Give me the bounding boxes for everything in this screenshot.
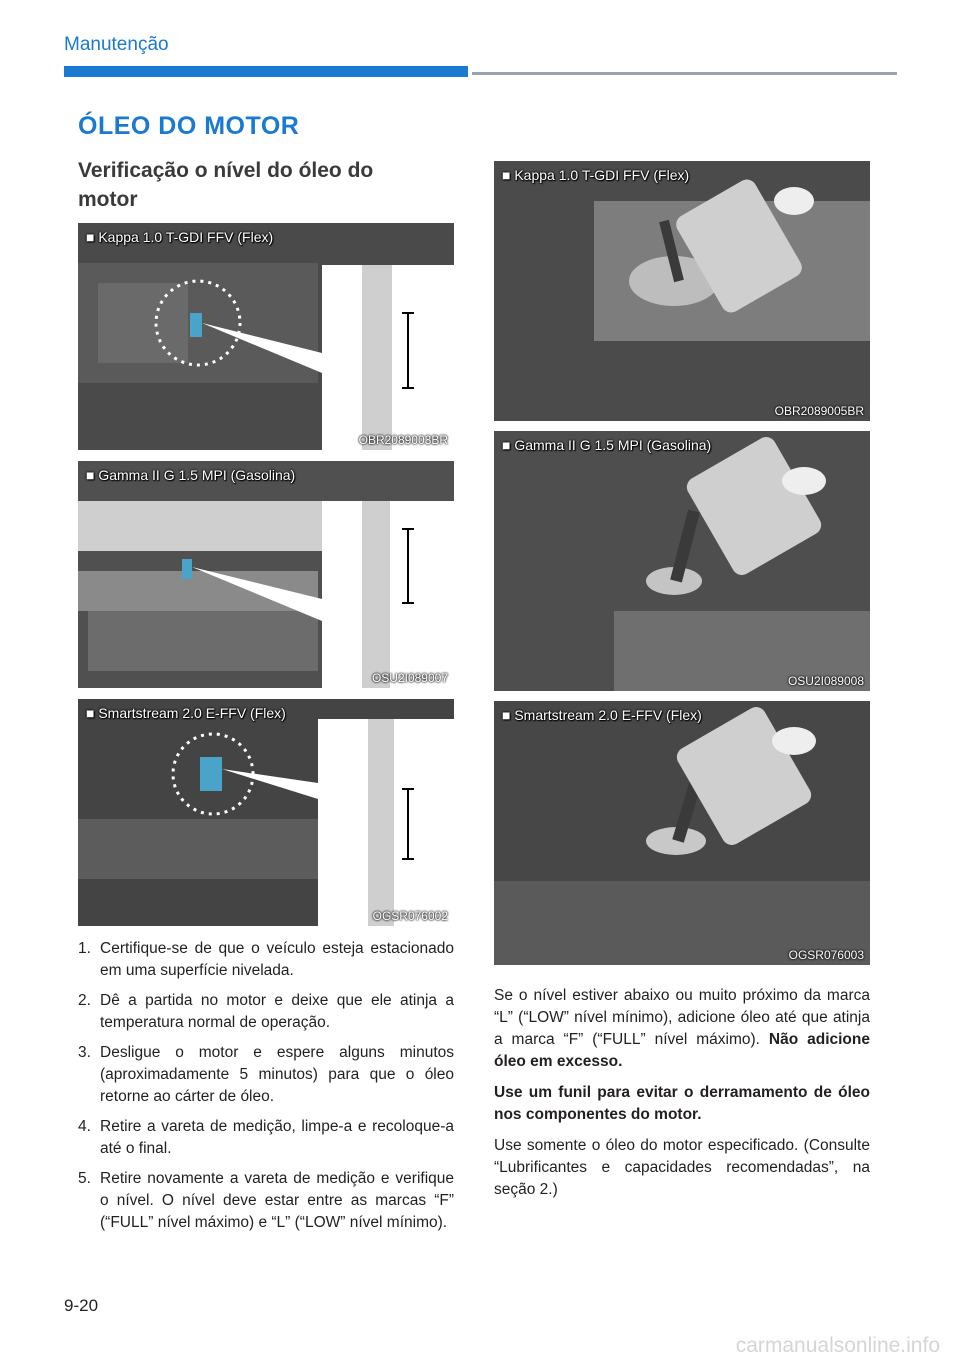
- figure-caption: ■ Gamma II G 1.5 MPI (Gasolina): [502, 437, 712, 453]
- figure-caption: ■ Kappa 1.0 T-GDI FFV (Flex): [86, 229, 274, 245]
- figure-oil-fill-kappa: ■ Kappa 1.0 T-GDI FFV (Flex) OBR2089005B…: [494, 161, 870, 421]
- step-text: Retire novamente a vareta de medição e v…: [100, 1170, 454, 1231]
- warning-text: Não adicione óleo em excesso.: [494, 1031, 870, 1070]
- header-bar-blue: [64, 66, 468, 77]
- step-text: Retire a vareta de medição, limpe-a e re…: [100, 1118, 454, 1157]
- list-item: 5. Retire novamente a vareta de medição e…: [78, 1168, 454, 1234]
- engine-dipstick-illustration: [78, 461, 454, 688]
- oil-filling-illustration: [494, 701, 870, 965]
- paragraph: Se o nível estiver abaixo ou muito próxi…: [494, 985, 870, 1073]
- step-number: 4.: [78, 1118, 91, 1135]
- list-item: 4. Retire a vareta de medição, limpe-a e …: [78, 1116, 454, 1160]
- steps-list: 1. Certifique-se de que o veículo esteja …: [78, 938, 454, 1242]
- oil-filling-illustration: [494, 161, 870, 421]
- section-subtitle: Verificação o nível do óleo do motor: [78, 159, 374, 211]
- figure-code: OBR2089003BR: [358, 433, 448, 447]
- figure-code: OGSR076002: [372, 909, 448, 923]
- figure-code: OGSR076003: [788, 948, 864, 962]
- list-item: 2. Dê a partida no motor e deixe que ele …: [78, 990, 454, 1034]
- figure-caption: ■ Gamma II G 1.5 MPI (Gasolina): [86, 467, 296, 483]
- paragraph-bold: Use um funil para evitar o derramamento …: [494, 1082, 870, 1126]
- step-number: 3.: [78, 1044, 91, 1061]
- paragraph-text: Se o nível estiver abaixo ou muito próxi…: [494, 987, 870, 1048]
- figure-code: OSU2I089008: [787, 674, 864, 688]
- step-number: 2.: [78, 992, 91, 1009]
- figure-dipstick-kappa: ■ Kappa 1.0 T-GDI FFV (Flex) OBR2089003B…: [78, 223, 454, 450]
- figure-caption: ■ Kappa 1.0 T-GDI FFV (Flex): [502, 167, 690, 183]
- paragraph: Use somente o óleo do motor especificado…: [494, 1137, 870, 1198]
- step-number: 5.: [78, 1170, 91, 1187]
- figure-oil-fill-smartstream: ■ Smartstream 2.0 E-FFV (Flex) OGSR07600…: [494, 701, 870, 965]
- figure-oil-fill-gamma: ■ Gamma II G 1.5 MPI (Gasolina) OSU2I089…: [494, 431, 870, 691]
- section-label: Manutenção: [64, 34, 169, 55]
- step-number: 1.: [78, 940, 91, 957]
- engine-dipstick-illustration: [78, 223, 454, 450]
- figure-dipstick-gamma: ■ Gamma II G 1.5 MPI (Gasolina) OSU2I089…: [78, 461, 454, 688]
- step-text: Desligue o motor e espere alguns minutos…: [100, 1044, 454, 1105]
- page-number: 9-20: [64, 1296, 99, 1315]
- figure-code: OSU2I089007: [371, 671, 448, 685]
- watermark: carmanualsonline.info: [735, 1334, 940, 1357]
- figure-dipstick-smartstream: ■ Smartstream 2.0 E-FFV (Flex) OGSR07600…: [78, 699, 454, 926]
- step-text: Certifique-se de que o veículo esteja es…: [100, 940, 454, 979]
- figure-caption: ■ Smartstream 2.0 E-FFV (Flex): [86, 705, 286, 721]
- figure-caption: ■ Smartstream 2.0 E-FFV (Flex): [502, 707, 702, 723]
- header-bar-gray: [472, 72, 897, 75]
- figure-code: OBR2089005BR: [774, 404, 864, 418]
- list-item: 3. Desligue o motor e espere alguns minut…: [78, 1042, 454, 1108]
- step-text: Dê a partida no motor e deixe que ele at…: [100, 992, 454, 1031]
- engine-dipstick-illustration: [78, 699, 454, 926]
- oil-filling-illustration: [494, 431, 870, 691]
- page-title: ÓLEO DO MOTOR: [78, 112, 300, 140]
- right-text-block: Se o nível estiver abaixo ou muito próxi…: [494, 985, 870, 1210]
- funnel-advice-text: Use um funil para evitar o derramamento …: [494, 1084, 870, 1123]
- list-item: 1. Certifique-se de que o veículo esteja …: [78, 938, 454, 982]
